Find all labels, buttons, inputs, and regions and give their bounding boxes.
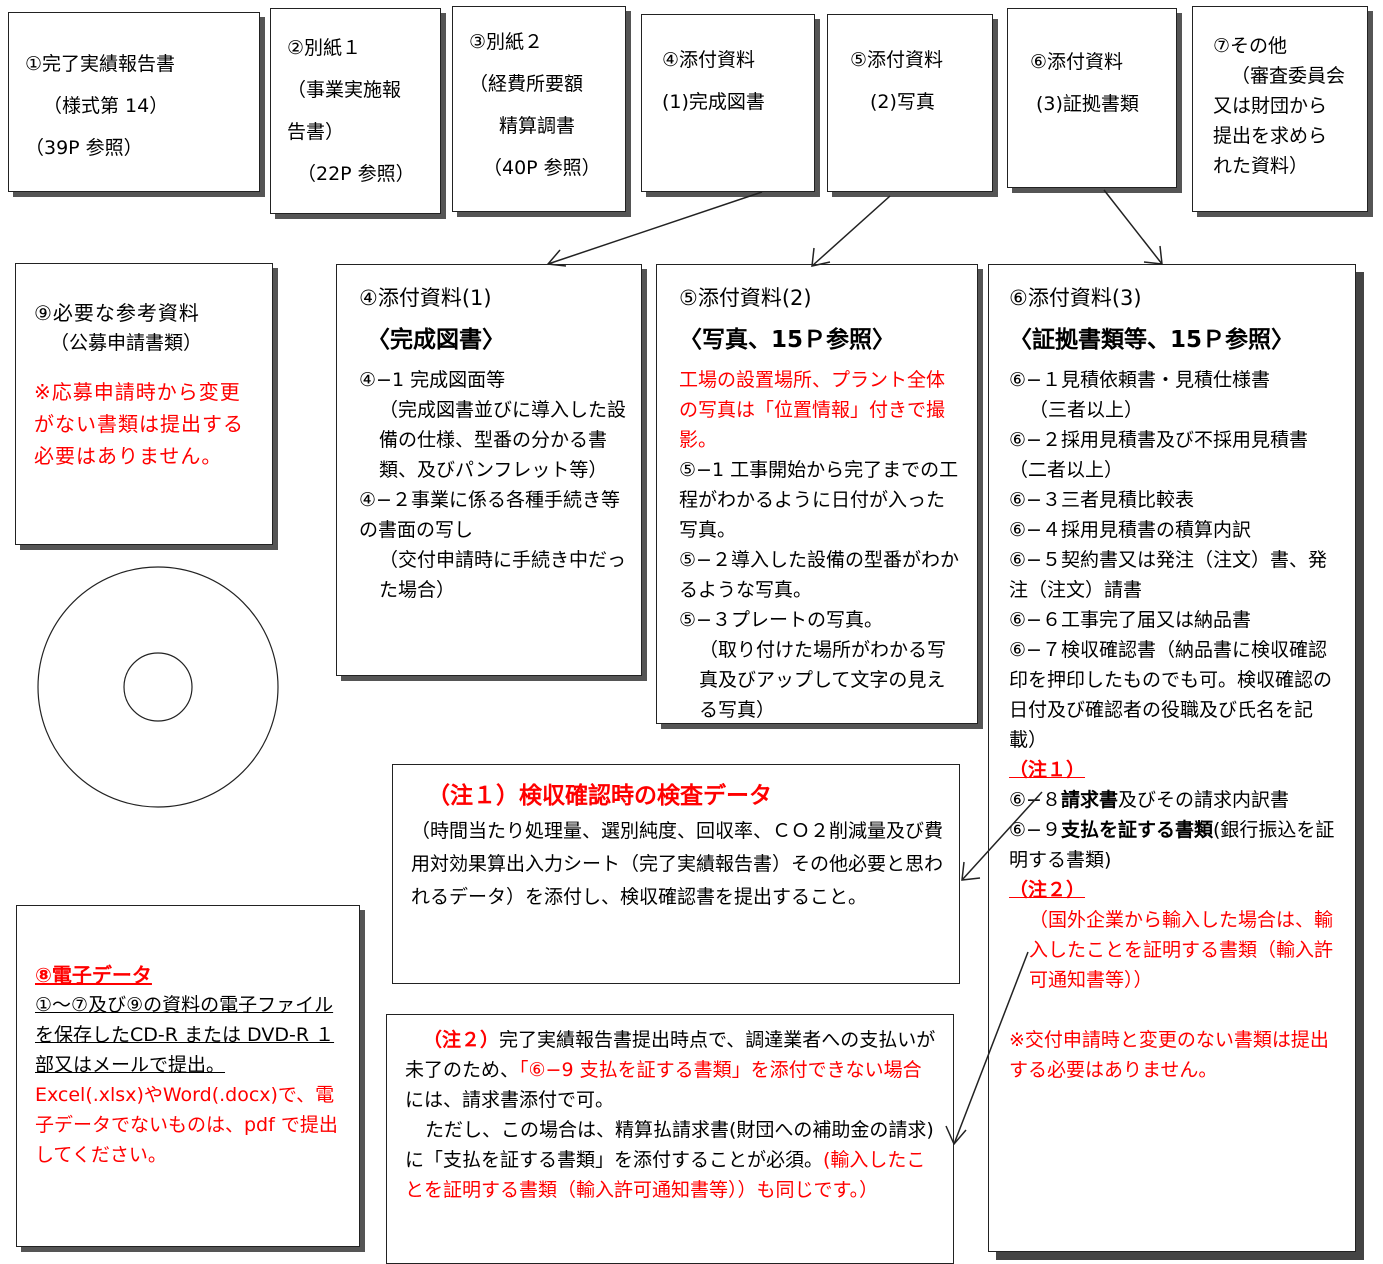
note-2-detail: （国外企業から輸入した場合は、輸入したことを証明する書類（輸入許可通知書等）） bbox=[1029, 909, 1334, 991]
note-2-label: （注２） bbox=[1009, 879, 1086, 901]
note-2-highlight: 「⑥−9 支払を証する書類」を添付できない場合 bbox=[519, 1059, 922, 1081]
detail-subtitle: 〈写真、15Ｐ参照〉 bbox=[679, 327, 896, 353]
item-5-1: ⑤−1 工事開始から完了までの工程がわかるように日付が入った写真。 bbox=[679, 459, 959, 541]
ref-note: ※応募申請時から変更がない書類は提出する必要はありません。 bbox=[34, 380, 244, 468]
item-5-2: ⑤−２導入した設備の型番がわかるような写真。 bbox=[679, 549, 959, 601]
note-1-label: （注１） bbox=[1009, 759, 1086, 781]
note-2-body-cont: には、請求書添付で可。 bbox=[405, 1089, 615, 1111]
item-4-1-detail: （完成図書並びに導入した設備の仕様、型番の分かる書類、及びパンフレット等） bbox=[379, 399, 627, 481]
detail-box-evidence: ⑥添付資料(3) 〈証拠書類等、15Ｐ参照〉 ⑥−１見積依頼書・見積仕様書 （三… bbox=[988, 264, 1356, 1252]
item-6-9: ⑥−９支払を証する書類(銀行振込を証明する書類) bbox=[1009, 815, 1341, 875]
detail-box-photos: ⑤添付資料(2) 〈写真、15Ｐ参照〉 工場の設置場所、プラント全体の写真は「位… bbox=[656, 264, 978, 724]
doc-desc: 提出を求めら bbox=[1213, 125, 1328, 147]
item-4-2: ④−２事業に係る各種手続き等の書面の写し bbox=[359, 489, 620, 541]
doc-desc: 告書） bbox=[287, 121, 345, 143]
note-2-import-note: (輸入したことを証明する書類（輸入許可通知書等））も同じです。） bbox=[405, 1149, 926, 1201]
edata-note: Excel(.xlsx)やWord(.docx)で、電子データでないものは、pd… bbox=[35, 1084, 338, 1166]
detail-title: ⑥添付資料(3) bbox=[1009, 286, 1142, 310]
note-1-box: （注１）検収確認時の検査データ （時間当たり処理量、選別純度、回収率、ＣＯ２削減… bbox=[392, 764, 960, 984]
note-2-body2: ただし、この場合は、精算払請求書(財団への補助金の請求)に「支払を証する書類」を… bbox=[405, 1119, 934, 1171]
doc-desc: れた資料） bbox=[1213, 155, 1309, 177]
item-6-1-detail: （三者以上） bbox=[1029, 399, 1144, 421]
doc-desc: （事業実施報 bbox=[287, 79, 402, 101]
item-6-7: ⑥−７検収確認書（納品書に検収確認印を押印したものでも可。検収確認の日付及び確認… bbox=[1009, 639, 1333, 751]
doc-box-attach-drawings: ④添付資料 (1)完成図書 bbox=[641, 14, 815, 192]
item-6-1: ⑥−１見積依頼書・見積仕様書 bbox=[1009, 369, 1270, 391]
item-4-1: ④−1 完成図面等 bbox=[359, 369, 506, 391]
item-6-9-bold: 支払を証する書類 bbox=[1060, 819, 1213, 841]
item-5-3-detail: （取り付けた場所がわかる写真及びアップして文字の見える写真） bbox=[699, 639, 947, 721]
item-6-6: ⑥−６工事完了届又は納品書 bbox=[1009, 609, 1251, 631]
arrow-head-note-1 bbox=[961, 861, 981, 881]
edata-body: ①～⑦及び⑨の資料の電子ファイルを保存したCD-R または DVD-R １部又は… bbox=[35, 994, 335, 1076]
item-4-2-detail: （交付申請時に手続き中だった場合） bbox=[379, 549, 627, 601]
doc-desc: 精算調書 bbox=[499, 115, 576, 137]
ref-subtitle: （公募申請書類） bbox=[50, 332, 203, 354]
doc-title: ⑥添付資料 bbox=[1030, 51, 1124, 73]
doc-form: （様式第 14） bbox=[43, 95, 169, 117]
note-1-title: （注１）検収確認時の検査データ bbox=[427, 783, 772, 809]
detail-title: ④添付資料(1) bbox=[359, 286, 492, 310]
detail-title: ⑤添付資料(2) bbox=[679, 286, 812, 310]
doc-box-other: ⑦その他 （審査委員会 又は財団から 提出を求めら れた資料） bbox=[1192, 6, 1368, 212]
note-1-body: （時間当たり処理量、選別純度、回収率、ＣＯ２削減量及び費用対効果算出入力シート（… bbox=[411, 820, 944, 908]
doc-box-completion-report: ①完了実績報告書 （様式第 14） （39P 参照） bbox=[8, 12, 260, 192]
item-6-9-num: ⑥−９ bbox=[1009, 819, 1061, 841]
note-2-box: （注２）完了実績報告書提出時点で、調達業者への支払いが未了のため、「⑥−9 支払… bbox=[386, 1014, 954, 1264]
arrow-evidence bbox=[1103, 189, 1163, 265]
item-6-8-num: ⑥−８ bbox=[1009, 789, 1061, 811]
doc-ref: （40P 参照） bbox=[483, 157, 601, 179]
item-6-8-rest: 及びその請求内訳書 bbox=[1117, 789, 1289, 811]
evidence-note: ※交付申請時と変更のない書類は提出する必要はありません。 bbox=[1009, 1029, 1329, 1081]
doc-title: ⑦その他 bbox=[1213, 35, 1288, 57]
arrow-head-evidence bbox=[1143, 245, 1163, 265]
detail-box-drawings: ④添付資料(1) 〈完成図書〉 ④−1 完成図面等 （完成図書並びに導入した設備… bbox=[336, 264, 642, 676]
detail-subtitle: 〈証拠書類等、15Ｐ参照〉 bbox=[1009, 327, 1295, 353]
doc-title: ③別紙２ bbox=[469, 31, 544, 53]
item-5-3: ⑤−３プレートの写真。 bbox=[679, 609, 883, 631]
doc-desc: 又は財団から bbox=[1213, 95, 1328, 117]
reference-materials-box: ⑨必要な参考資料 （公募申請書類） ※応募申請時から変更がない書類は提出する必要… bbox=[15, 263, 273, 545]
item-6-5: ⑥−５契約書又は発注（注文）書、発注（注文）請書 bbox=[1009, 549, 1327, 601]
item-6-8: ⑥−８請求書及びその請求内訳書 bbox=[1009, 785, 1341, 815]
item-6-8-bold: 請求書 bbox=[1060, 789, 1118, 811]
doc-ref: （39P 参照） bbox=[25, 137, 143, 159]
electronic-data-box: ⑧電子データ ①～⑦及び⑨の資料の電子ファイルを保存したCD-R または DVD… bbox=[16, 905, 360, 1247]
note-2-title: （注２） bbox=[423, 1029, 500, 1051]
note-2-body: 完了実績報告書提出時点で、調達業者への支払いが未了のため、 bbox=[405, 1029, 936, 1081]
doc-box-attach-photos: ⑤添付資料 (2)写真 bbox=[827, 14, 993, 192]
item-6-2: ⑥−２採用見積書及び不採用見積書（二者以上） bbox=[1009, 429, 1308, 481]
doc-desc: (2)写真 bbox=[870, 91, 935, 113]
doc-desc: （審査委員会 bbox=[1231, 65, 1346, 87]
photo-location-note: 工場の設置場所、プラント全体の写真は「位置情報」付きで撮影。 bbox=[679, 369, 946, 451]
doc-desc: (3)証拠書類 bbox=[1036, 93, 1139, 115]
doc-box-attach-evidence: ⑥添付資料 (3)証拠書類 bbox=[1007, 8, 1177, 188]
edata-title: ⑧電子データ bbox=[35, 963, 152, 987]
item-6-4: ⑥−４採用見積書の積算内訳 bbox=[1009, 519, 1251, 541]
doc-desc: (1)完成図書 bbox=[662, 91, 765, 113]
detail-subtitle: 〈完成図書〉 bbox=[367, 327, 505, 353]
doc-title: ⑤添付資料 bbox=[850, 49, 944, 71]
arrow-photos bbox=[811, 195, 891, 267]
doc-title: ①完了実績報告書 bbox=[25, 53, 176, 75]
doc-title: ②別紙１ bbox=[287, 37, 362, 59]
ref-title: ⑨必要な参考資料 bbox=[34, 301, 200, 325]
item-6-3: ⑥−３三者見積比較表 bbox=[1009, 489, 1194, 511]
doc-ref: （22P 参照） bbox=[297, 163, 415, 185]
doc-box-attachment-2: ③別紙２ （経費所要額 精算調書 （40P 参照） bbox=[452, 6, 626, 212]
doc-title: ④添付資料 bbox=[662, 49, 756, 71]
doc-desc: （経費所要額 bbox=[469, 73, 584, 95]
doc-box-attachment-1: ②別紙１ （事業実施報 告書） （22P 参照） bbox=[270, 8, 441, 214]
